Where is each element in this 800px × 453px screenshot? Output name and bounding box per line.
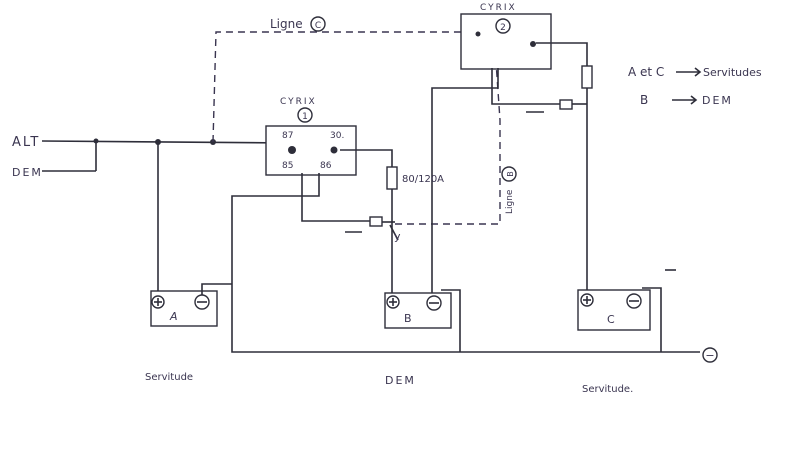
ligne-c-circle [310, 16, 326, 32]
fuse-80-120a [386, 166, 398, 190]
alt-label: ALT [12, 135, 40, 150]
terminal-86-label: 86 [320, 161, 332, 171]
fuse-c [581, 65, 593, 89]
cyrix-1-num-circle [297, 107, 313, 123]
terminal-30-label: 30. [330, 131, 344, 141]
wire-30-to-fuse [340, 149, 393, 168]
ligne-b-vertical-label: Ligne B [501, 166, 517, 214]
ligne-b-circle [501, 166, 517, 182]
cyrix-2-num-circle [495, 18, 511, 34]
cyrix-2-terminal-dot [530, 41, 536, 47]
legend-b: B [640, 93, 648, 107]
junction-y-mark [389, 224, 399, 241]
cyrix-2-terminal-dot [475, 31, 481, 37]
ligne-c-num: C [315, 21, 321, 31]
ligne-c-dashed [212, 31, 478, 143]
legend-arrow-1 [676, 67, 702, 77]
battery-b-ground [441, 289, 461, 352]
legend-arrow-2 [672, 95, 698, 105]
cyrix-2-num: 2 [500, 23, 506, 33]
dem-input-label: DEM [12, 166, 43, 179]
cyrix-1-num: 1 [302, 112, 308, 122]
terminal-85-label: 85 [282, 161, 293, 171]
switch-2-body [559, 99, 573, 110]
wire-85 [301, 173, 370, 222]
battery-a-ground [201, 283, 232, 295]
caption-servitude-c: Servitude. [582, 384, 633, 395]
wire-cyrix-2-coil [491, 68, 560, 105]
legend-dem: DEM [702, 94, 733, 107]
ground-return-wire [231, 173, 700, 353]
battery-b-label: B [404, 312, 412, 325]
cyrix-1-name: CYRIX [280, 97, 317, 107]
terminal-87-dot [288, 146, 296, 154]
terminal-30-dot [330, 146, 338, 154]
legend-ac: A et C [628, 65, 664, 79]
switch-1-body [369, 216, 383, 227]
caption-dem: DEM [385, 374, 416, 387]
legend-servitudes: Servitudes [703, 66, 762, 79]
battery-c-label: C [607, 313, 615, 326]
ligne-b-label: Ligne [505, 189, 515, 214]
cyrix-2-name: CYRIX [480, 3, 517, 13]
alt-wire [41, 140, 291, 144]
fuse-label: 80/120A [402, 174, 444, 185]
junction-dot [93, 138, 99, 144]
junction-y-label: y [394, 230, 401, 243]
ligne-c-label: Ligne [270, 17, 303, 31]
ground-symbol: − [705, 349, 714, 362]
wire-cyrix-2-to-fuse [536, 42, 588, 66]
cyrix-2-relay [460, 13, 552, 70]
ground-terminal [702, 347, 718, 363]
caption-servitude-a: Servitude [145, 372, 193, 383]
ligne-b-num: B [506, 171, 515, 177]
battery-a-label: A [169, 310, 178, 323]
battery-c-ground [642, 287, 662, 352]
ligne-b-dashed [395, 61, 501, 225]
terminal-87-label: 87 [282, 131, 293, 141]
wire-cyrix-2-to-battery-b [431, 68, 499, 298]
